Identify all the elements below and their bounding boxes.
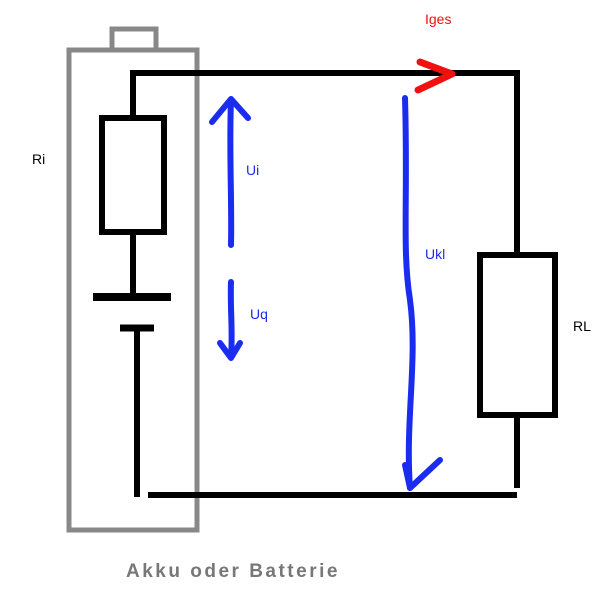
label-iges: Iges xyxy=(425,11,452,27)
current-arrow-iges xyxy=(414,58,456,94)
label-ukl: Ukl xyxy=(425,246,446,262)
label-uq: Uq xyxy=(250,306,268,322)
circuit-wires xyxy=(93,70,558,498)
arrow-ui xyxy=(227,97,235,248)
internal-resistor-ri xyxy=(99,115,167,235)
label-ri: Ri xyxy=(32,151,46,167)
battery-caption: Akku oder Batterie xyxy=(126,561,340,582)
battery-outline xyxy=(66,26,200,533)
load-resistor-rl xyxy=(477,252,558,418)
voltage-arrows xyxy=(209,95,443,491)
label-rl: RL xyxy=(573,318,591,334)
arrow-uq xyxy=(227,279,235,360)
label-ui: Ui xyxy=(246,162,260,178)
arrow-ukl xyxy=(402,95,416,491)
